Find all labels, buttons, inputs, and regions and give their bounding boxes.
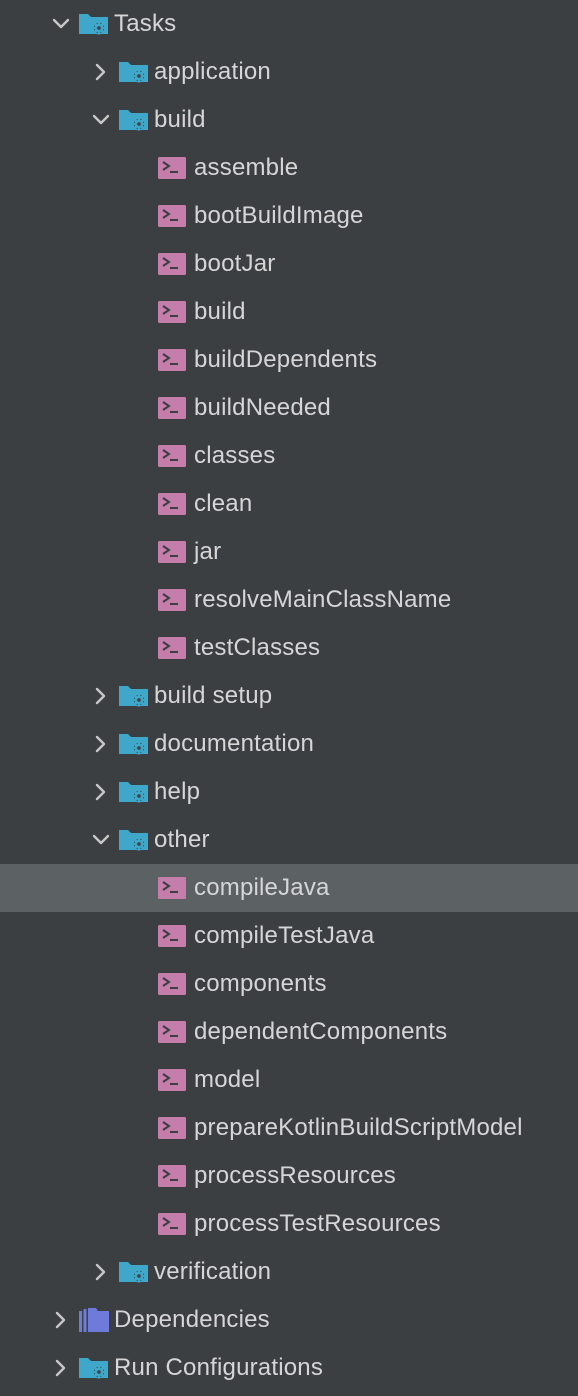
task-label: jar xyxy=(194,538,222,565)
tree-node-label: build xyxy=(154,106,206,133)
tree-node-tasks[interactable]: Tasks xyxy=(0,0,578,48)
tree-node-label: application xyxy=(154,58,271,85)
task-label: processTestResources xyxy=(194,1210,441,1237)
task-label: model xyxy=(194,1066,261,1093)
gradle-task-icon xyxy=(158,203,190,229)
gear-folder-icon xyxy=(78,11,110,37)
gradle-task-icon xyxy=(158,155,190,181)
tree-node-label: other xyxy=(154,826,210,853)
tree-node-label: Dependencies xyxy=(114,1306,270,1333)
chevron-right-icon[interactable] xyxy=(90,733,112,755)
gradle-task-icon xyxy=(158,443,190,469)
tree-node-label: verification xyxy=(154,1258,272,1285)
task-item-processResources[interactable]: processResources xyxy=(0,1152,578,1200)
tree-node-verification[interactable]: verification xyxy=(0,1248,578,1296)
gradle-task-icon xyxy=(158,587,190,613)
task-label: dependentComponents xyxy=(194,1018,448,1045)
gradle-task-icon xyxy=(158,491,190,517)
task-item-compileJava[interactable]: compileJava xyxy=(0,864,578,912)
tree-node-label: documentation xyxy=(154,730,315,757)
task-item-testClasses[interactable]: testClasses xyxy=(0,624,578,672)
gradle-task-icon xyxy=(158,1163,190,1189)
tree-node-build[interactable]: build xyxy=(0,96,578,144)
tree-node-run-configurations[interactable]: Run Configurations xyxy=(0,1344,578,1392)
task-item-compileTestJava[interactable]: compileTestJava xyxy=(0,912,578,960)
gradle-task-icon xyxy=(158,971,190,997)
gradle-task-icon xyxy=(158,1115,190,1141)
task-label: compileTestJava xyxy=(194,922,375,949)
gradle-task-icon xyxy=(158,923,190,949)
task-item-buildNeeded[interactable]: buildNeeded xyxy=(0,384,578,432)
tree-node-label: build setup xyxy=(154,682,273,709)
task-label: build xyxy=(194,298,246,325)
task-item-jar[interactable]: jar xyxy=(0,528,578,576)
chevron-right-icon[interactable] xyxy=(50,1357,72,1379)
task-label: buildNeeded xyxy=(194,394,331,421)
gear-folder-icon xyxy=(118,107,150,133)
tree-node-application[interactable]: application xyxy=(0,48,578,96)
task-label: compileJava xyxy=(194,874,330,901)
chevron-right-icon[interactable] xyxy=(90,1261,112,1283)
tree-node-documentation[interactable]: documentation xyxy=(0,720,578,768)
library-folder-icon xyxy=(78,1307,110,1333)
gradle-task-icon xyxy=(158,395,190,421)
task-label: bootBuildImage xyxy=(194,202,364,229)
task-item-bootBuildImage[interactable]: bootBuildImage xyxy=(0,192,578,240)
task-label: bootJar xyxy=(194,250,276,277)
task-label: buildDependents xyxy=(194,346,378,373)
task-item-classes[interactable]: classes xyxy=(0,432,578,480)
task-item-assemble[interactable]: assemble xyxy=(0,144,578,192)
gear-folder-icon xyxy=(118,683,150,709)
tree-node-label: help xyxy=(154,778,201,805)
task-item-processTestResources[interactable]: processTestResources xyxy=(0,1200,578,1248)
task-label: clean xyxy=(194,490,253,517)
task-item-bootJar[interactable]: bootJar xyxy=(0,240,578,288)
task-item-buildDependents[interactable]: buildDependents xyxy=(0,336,578,384)
gradle-task-icon xyxy=(158,875,190,901)
task-label: processResources xyxy=(194,1162,396,1189)
task-label: assemble xyxy=(194,154,299,181)
tree-node-other[interactable]: other xyxy=(0,816,578,864)
chevron-down-icon[interactable] xyxy=(90,829,112,851)
gradle-task-icon xyxy=(158,299,190,325)
tree-node-build-setup[interactable]: build setup xyxy=(0,672,578,720)
task-label: components xyxy=(194,970,327,997)
gradle-task-icon xyxy=(158,251,190,277)
gear-folder-icon xyxy=(118,827,150,853)
task-item-resolveMainClassName[interactable]: resolveMainClassName xyxy=(0,576,578,624)
task-item-components[interactable]: components xyxy=(0,960,578,1008)
tree-node-help[interactable]: help xyxy=(0,768,578,816)
chevron-right-icon[interactable] xyxy=(50,1309,72,1331)
chevron-right-icon[interactable] xyxy=(90,685,112,707)
gradle-task-icon xyxy=(158,1211,190,1237)
task-label: testClasses xyxy=(194,634,321,661)
gradle-task-icon xyxy=(158,1019,190,1045)
gradle-task-icon xyxy=(158,347,190,373)
gear-folder-icon xyxy=(118,59,150,85)
tree-node-dependencies[interactable]: Dependencies xyxy=(0,1296,578,1344)
gradle-task-icon xyxy=(158,1067,190,1093)
chevron-down-icon[interactable] xyxy=(90,109,112,131)
gradle-task-icon xyxy=(158,539,190,565)
task-item-model[interactable]: model xyxy=(0,1056,578,1104)
chevron-right-icon[interactable] xyxy=(90,781,112,803)
task-item-build[interactable]: build xyxy=(0,288,578,336)
tree-node-label: Tasks xyxy=(114,10,177,37)
gradle-task-icon xyxy=(158,635,190,661)
task-label: classes xyxy=(194,442,276,469)
gear-folder-icon xyxy=(118,731,150,757)
chevron-down-icon[interactable] xyxy=(50,13,72,35)
gear-folder-icon xyxy=(118,779,150,805)
task-item-clean[interactable]: clean xyxy=(0,480,578,528)
task-item-dependentComponents[interactable]: dependentComponents xyxy=(0,1008,578,1056)
tree-node-label: Run Configurations xyxy=(114,1354,324,1381)
task-label: prepareKotlinBuildScriptModel xyxy=(194,1114,523,1141)
chevron-right-icon[interactable] xyxy=(90,61,112,83)
task-label: resolveMainClassName xyxy=(194,586,452,613)
task-item-prepareKotlinBuildScriptModel[interactable]: prepareKotlinBuildScriptModel xyxy=(0,1104,578,1152)
gear-folder-icon xyxy=(78,1355,110,1381)
gear-folder-icon xyxy=(118,1259,150,1285)
